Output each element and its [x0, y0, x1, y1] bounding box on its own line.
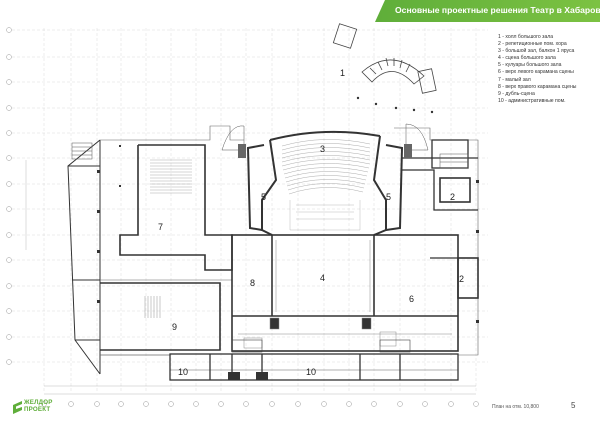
small-hall-seating — [150, 159, 192, 194]
legend-item: 2 - репетиционные пом. хора — [498, 41, 567, 48]
logo-line2: ПРОЕКТ — [24, 405, 51, 413]
columns — [97, 96, 479, 323]
legend-item: 3 - большой зал, балкон 1 яруса — [498, 48, 575, 55]
room-label-10a: 10 — [178, 367, 188, 377]
hall-seating — [281, 139, 371, 195]
legend-item: 7 - малый зал — [498, 76, 531, 83]
plan-caption: План на отм. 10,800 — [492, 404, 539, 410]
room-label-1: 1 — [340, 68, 345, 78]
stair-left — [71, 125, 246, 160]
room-labels: 1 2 2 3 4 5 5 6 7 8 9 10 10 — [158, 68, 464, 377]
dimension-lines — [25, 160, 476, 395]
room-label-3: 3 — [320, 144, 325, 154]
axis-bubbles — [6, 27, 479, 407]
page-title: Основные проектные решения Театр в Хабар… — [395, 5, 600, 15]
room-label-5b: 5 — [386, 192, 391, 202]
room-label-2b: 2 — [459, 274, 464, 284]
outer-walls — [67, 139, 101, 375]
page-number: 5 — [571, 401, 576, 410]
logo-text: ЖЕЛДОР ПРОЕКТ — [24, 399, 53, 413]
stage-inner — [238, 240, 452, 349]
admin-row — [169, 353, 459, 381]
hall-floor — [289, 200, 361, 231]
perimeter — [100, 125, 479, 371]
room-label-2a: 2 — [450, 192, 455, 202]
legend-item: 9 - дубль-сцена — [498, 90, 535, 97]
logo-line1: ЖЕЛДОР — [24, 399, 53, 406]
header-bar: Основные проектные решения Театр в Хабар… — [375, 0, 600, 22]
room-label-6: 6 — [409, 294, 414, 304]
room-label-5a: 5 — [261, 192, 266, 202]
room-label-4: 4 — [320, 273, 325, 283]
axis-grid — [12, 28, 488, 392]
legend-item: 5 - кулуары большого зала — [498, 62, 562, 69]
double-stage — [100, 282, 221, 351]
legend-item: 4 - сцена большого зала — [498, 55, 556, 62]
legend-item: 10 - административные пом. — [498, 97, 566, 104]
room-label-8: 8 — [250, 278, 255, 288]
logo-icon — [13, 401, 22, 414]
company-logo: ЖЕЛДОР ПРОЕКТ — [13, 399, 73, 416]
small-hall — [119, 144, 233, 271]
admin-details — [228, 339, 411, 380]
double-stage-seating — [144, 296, 161, 318]
foyer-stair — [332, 23, 437, 94]
legend-item: 1 - холл большого зала — [498, 34, 554, 40]
room-label-10b: 10 — [306, 367, 316, 377]
legend-item: 8 - верх правого карамана сцены — [498, 83, 577, 90]
room-label-9: 9 — [172, 322, 177, 332]
right-stair — [404, 123, 469, 169]
room-label-7: 7 — [158, 222, 163, 232]
right-rooms — [439, 177, 479, 299]
legend-item: 6 - верх левого карамана сцены — [498, 69, 574, 76]
legend: 1 - холл большого зала 2 - репетиционные… — [498, 34, 576, 105]
great-hall — [246, 130, 404, 236]
stage-block — [231, 234, 459, 352]
